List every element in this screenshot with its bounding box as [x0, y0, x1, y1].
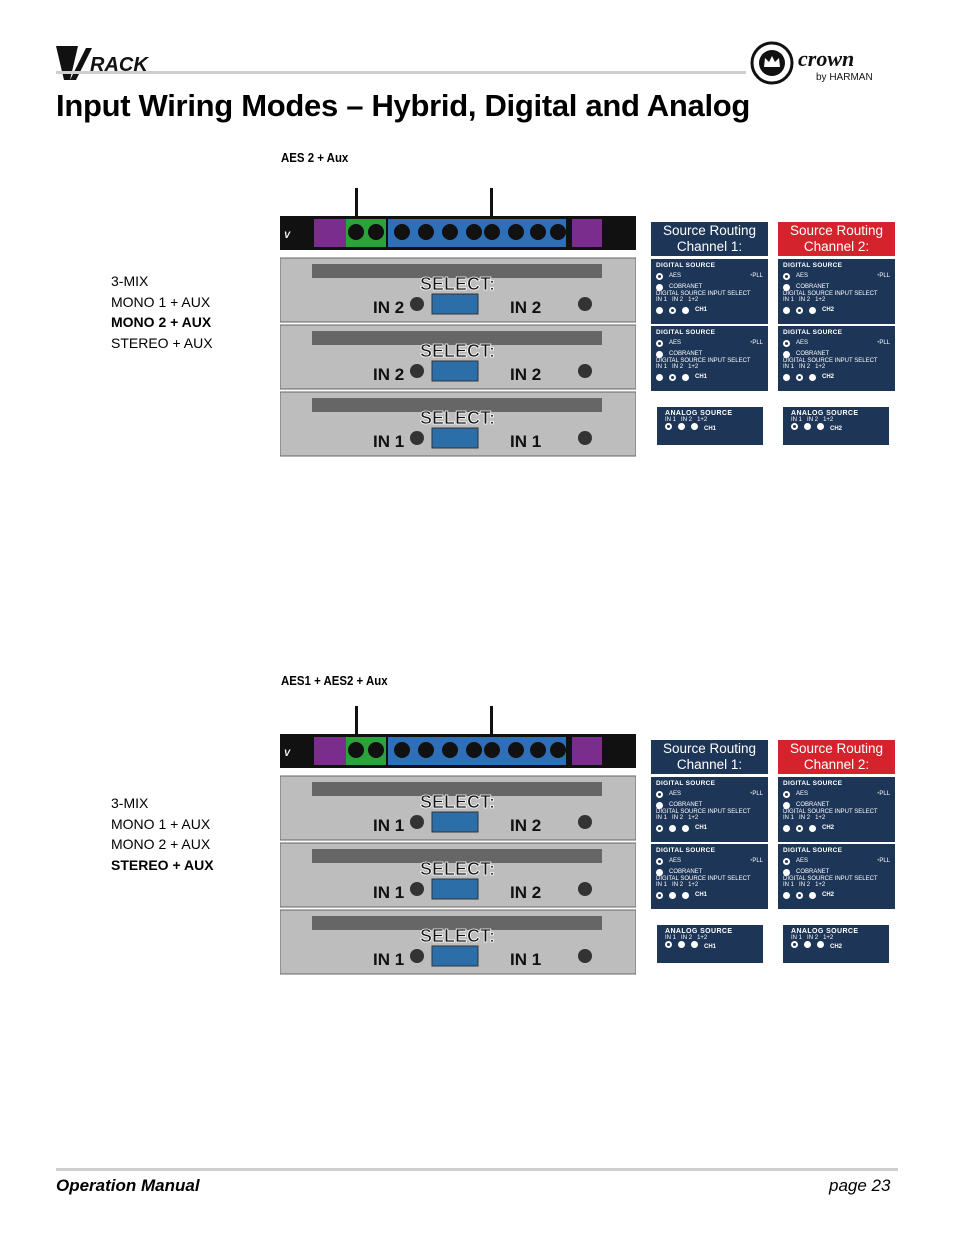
section-2-rack-diagram: V SELECT: IN 1 IN 2 SELECT: IN 1 IN 2 SE… — [280, 734, 636, 977]
radio-icon — [656, 801, 663, 809]
analog-source-panel: ANALOG SOURCE IN 1 IN 2 1+2 CH1 — [657, 925, 763, 963]
amp-right-input: IN 1 — [510, 432, 541, 451]
amp-select-label: SELECT: — [420, 408, 495, 428]
section-1-route-ch1: Source Routing Channel 1: — [651, 222, 768, 256]
digital-source-panel: DIGITAL SOURCE AESPLL COBRANET DIGITAL S… — [651, 777, 768, 842]
mode-item-selected: MONO 2 + AUX — [111, 314, 212, 330]
radio-icon — [783, 283, 790, 291]
footer-rule — [56, 1168, 898, 1171]
radio-icon — [783, 868, 790, 876]
amp-left-input: IN 2 — [373, 365, 404, 384]
analog-source-panel: ANALOG SOURCE IN 1 IN 2 1+2 CH2 — [783, 407, 889, 445]
amp-right-input: IN 2 — [510, 298, 541, 317]
mode-item: 3-MIX — [111, 795, 149, 811]
digital-source-panel: DIGITAL SOURCE AESPLL COBRANET DIGITAL S… — [778, 777, 895, 842]
section-2-caption: AES1 + AES2 + Aux — [281, 673, 388, 688]
footer-page-number: page 23 — [829, 1176, 891, 1195]
crown-logo: crown by HARMAN — [750, 40, 900, 86]
mode-item: 3-MIX — [111, 273, 149, 289]
radio-icon — [665, 423, 672, 430]
svg-text:V: V — [284, 230, 291, 240]
mode-item: MONO 1 + AUX — [111, 815, 211, 832]
mode-item: MONO 2 + AUX — [111, 836, 211, 852]
radio-icon — [656, 857, 663, 865]
mode-item: STEREO + AUX — [111, 334, 213, 351]
radio-icon — [665, 941, 672, 948]
amp-select-label: SELECT: — [420, 792, 495, 812]
radio-icon — [791, 423, 798, 430]
radio-icon — [783, 801, 790, 809]
header-rule — [56, 71, 746, 74]
radio-icon — [656, 790, 663, 798]
analog-source-panel: ANALOG SOURCE IN 1 IN 2 1+2 CH2 — [783, 925, 889, 963]
amp-left-input: IN 1 — [373, 432, 404, 451]
radio-icon — [656, 868, 663, 876]
vrack-logo-text: RACK — [90, 54, 149, 76]
radio-icon — [783, 272, 790, 280]
radio-icon — [783, 350, 790, 358]
section-1-mode-list: 3-MIX MONO 1 + AUX MONO 2 + AUX STEREO +… — [111, 271, 213, 353]
digital-source-panel: DIGITAL SOURCE AESPLL COBRANET DIGITAL S… — [778, 326, 895, 391]
radio-icon — [783, 339, 790, 347]
radio-icon — [656, 350, 663, 358]
vrack-logo: RACK — [56, 44, 176, 84]
amp-select-label: SELECT: — [420, 859, 495, 879]
amp-right-input: IN 2 — [510, 816, 541, 835]
radio-icon — [656, 339, 663, 347]
amp-select-label: SELECT: — [420, 274, 495, 294]
amp-left-input: IN 1 — [373, 950, 404, 969]
page-title: Input Wiring Modes – Hybrid, Digital and… — [56, 88, 751, 123]
amp-left-input: IN 2 — [373, 298, 404, 317]
digital-source-panel: DIGITAL SOURCE AESPLL COBRANET DIGITAL S… — [651, 844, 768, 909]
section-1-route-ch2: Source Routing Channel 2: — [778, 222, 895, 256]
analog-source-panel: ANALOG SOURCE IN 1 IN 2 1+2 CH1 — [657, 407, 763, 445]
radio-icon — [791, 941, 798, 948]
radio-icon — [783, 857, 790, 865]
crown-logo-sub: by HARMAN — [816, 72, 873, 83]
section-2-route-ch1: Source Routing Channel 1: — [651, 740, 768, 774]
section-2-mode-list: 3-MIX MONO 1 + AUX MONO 2 + AUX STEREO +… — [111, 793, 214, 875]
amp-left-input: IN 1 — [373, 883, 404, 902]
section-2-route-ch2: Source Routing Channel 2: — [778, 740, 895, 774]
crown-logo-text: crown — [798, 46, 854, 71]
digital-source-panel: DIGITAL SOURCE AESPLL COBRANET DIGITAL S… — [778, 259, 895, 324]
amp-left-input: IN 1 — [373, 816, 404, 835]
footer-manual-title: Operation Manual — [56, 1176, 200, 1195]
mode-item: MONO 1 + AUX — [111, 293, 211, 310]
amp-right-input: IN 2 — [510, 883, 541, 902]
mode-item-selected: STEREO + AUX — [111, 856, 214, 873]
digital-source-panel: DIGITAL SOURCE AESPLL COBRANET DIGITAL S… — [651, 326, 768, 391]
radio-icon — [656, 272, 663, 280]
digital-source-panel: DIGITAL SOURCE AESPLL COBRANET DIGITAL S… — [778, 844, 895, 909]
amp-select-label: SELECT: — [420, 341, 495, 361]
amp-right-input: IN 2 — [510, 365, 541, 384]
section-1-rack-diagram: V SELECT: IN 2 IN 2 SELECT: IN 2 IN 2 SE… — [280, 216, 636, 459]
digital-source-panel: DIGITAL SOURCE AESPLL COBRANET DIGITAL S… — [651, 259, 768, 324]
svg-text:V: V — [284, 748, 291, 758]
radio-icon — [656, 283, 663, 291]
amp-select-label: SELECT: — [420, 926, 495, 946]
section-1-caption: AES 2 + Aux — [281, 150, 349, 165]
amp-right-input: IN 1 — [510, 950, 541, 969]
radio-icon — [783, 790, 790, 798]
